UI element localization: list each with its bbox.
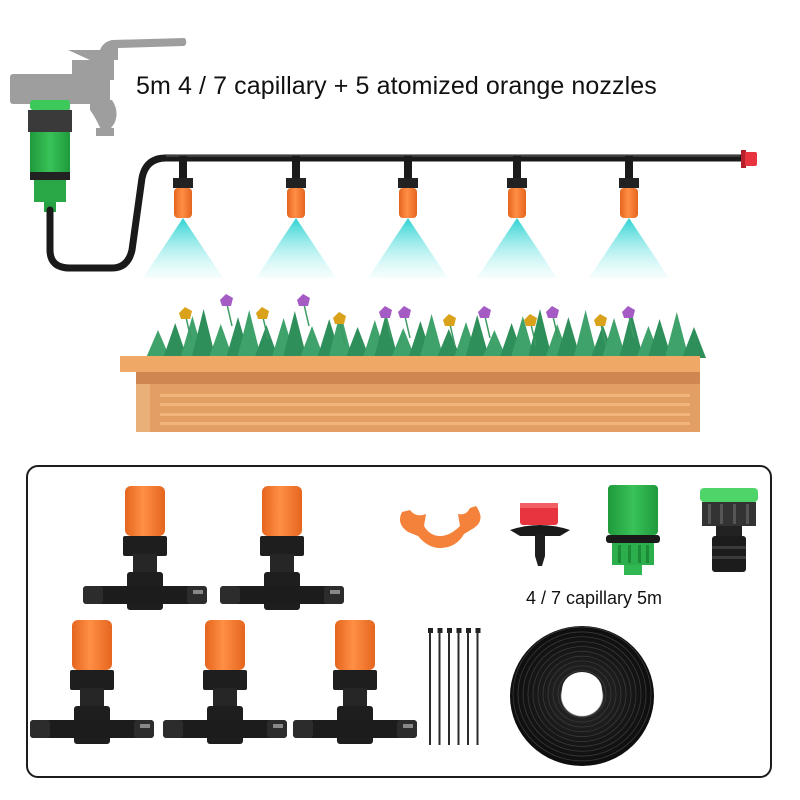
capillary-label: 4 / 7 capillary 5m xyxy=(526,588,663,608)
quick-connector-icon xyxy=(606,485,660,575)
cable-tie xyxy=(456,628,462,633)
leaf xyxy=(328,312,353,358)
faucet-connector-icon xyxy=(28,100,72,212)
leaf xyxy=(391,328,416,358)
cable-ties-icon xyxy=(428,628,481,745)
leaf xyxy=(482,330,507,358)
leaf xyxy=(436,329,461,358)
flower xyxy=(546,306,559,318)
flower xyxy=(622,306,635,318)
planter-box xyxy=(120,294,706,432)
nozzle-tee-icon xyxy=(83,486,207,610)
leaf xyxy=(191,309,216,358)
cable-tie xyxy=(475,628,481,633)
flower xyxy=(297,294,310,306)
mist-spray xyxy=(256,218,336,278)
nozzle-tee-icon xyxy=(30,620,154,744)
end-plug-icon xyxy=(741,150,757,168)
leaf xyxy=(682,327,706,358)
flower xyxy=(220,294,233,306)
flower xyxy=(443,314,456,326)
leaf xyxy=(163,323,188,358)
cable-tie xyxy=(466,628,471,633)
cable-tie xyxy=(428,628,433,633)
leaf xyxy=(282,311,307,358)
leaf xyxy=(619,311,644,358)
kit-nozzles xyxy=(30,486,417,744)
leaf xyxy=(556,317,581,358)
leaf xyxy=(419,314,444,358)
pipe-nozzle-icon xyxy=(368,156,448,278)
flower xyxy=(333,312,346,324)
cable-tie xyxy=(447,628,452,633)
faucet-icon xyxy=(10,38,187,136)
leaf xyxy=(208,324,233,358)
flower xyxy=(594,314,607,326)
nozzle-tee-icon xyxy=(293,620,417,744)
leaf xyxy=(146,330,170,358)
mist-spray xyxy=(589,218,669,278)
red-dripper-icon xyxy=(510,503,570,566)
nozzle-tee-icon xyxy=(220,486,344,610)
leaf xyxy=(345,327,370,358)
leaf xyxy=(510,316,535,358)
flower xyxy=(524,314,537,326)
flower xyxy=(478,306,491,318)
leaf xyxy=(664,312,689,358)
kit-contents-box xyxy=(26,465,772,778)
plants xyxy=(146,294,706,358)
mist-spray xyxy=(143,218,223,278)
faucet-adapter-icon xyxy=(700,488,758,572)
flower xyxy=(379,306,392,318)
capillary-coil-icon xyxy=(510,626,654,766)
headline-text: 5m 4 / 7 capillary + 5 atomized orange n… xyxy=(136,72,657,100)
flower xyxy=(398,306,411,318)
pipe-nozzles xyxy=(143,156,669,278)
pipe-nozzle-icon xyxy=(589,156,669,278)
mist-spray xyxy=(477,218,557,278)
leaf xyxy=(254,325,279,358)
nozzle-tee-icon xyxy=(163,620,287,744)
capillary-pipe xyxy=(46,154,748,272)
pipe-nozzle-icon xyxy=(477,156,557,278)
leaf xyxy=(237,310,262,358)
cable-tie xyxy=(437,628,443,633)
pipe-nozzle-icon xyxy=(143,156,223,278)
orange-clip-icon xyxy=(400,506,481,548)
leaf xyxy=(300,326,324,358)
leaf xyxy=(465,315,490,358)
leaf xyxy=(573,310,598,358)
leaf xyxy=(647,319,672,358)
leaf xyxy=(602,318,626,358)
mist-spray xyxy=(368,218,448,278)
flower xyxy=(256,307,269,319)
leaf xyxy=(528,309,552,358)
leaf xyxy=(374,313,398,358)
pipe-nozzle-icon xyxy=(256,156,336,278)
flower xyxy=(179,307,192,319)
